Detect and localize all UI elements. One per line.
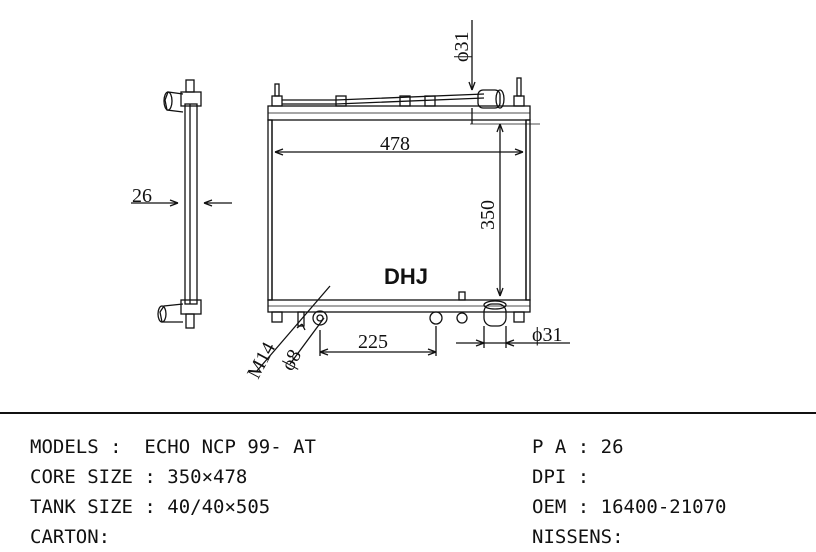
dim-side-thickness: 26 [132,185,152,207]
spec-oem: OEM : 16400-21070 [532,496,727,518]
dim-core-width: 478 [380,133,410,155]
spec-models: MODELS : ECHO NCP 99- AT [30,436,316,458]
front-view [255,20,570,373]
side-view [131,79,232,329]
dim-bottom-outlet-diameter: ϕ31 [532,324,563,346]
spec-core-size: CORE SIZE : 350×478 [30,466,248,488]
spec-column-right: P A : 26 DPI : OEM : 16400-21070 NISSENS… [532,432,726,552]
dim-top-inlet-diameter: ϕ31 [451,31,473,62]
brand-mark: DHJ [384,264,428,289]
dim-core-height: 350 [477,200,499,230]
spec-pa: P A : 26 [532,436,624,458]
spec-nissens: NISSENS: [532,526,624,548]
dimension-labels: 26 478 350 ϕ31 225 ϕ31 M14 ϕ8 DHJ [132,31,563,382]
dim-small-pipe-diameter: ϕ8 [277,346,306,374]
radiator-technical-drawing: 26 478 350 ϕ31 225 ϕ31 M14 ϕ8 DHJ [0,20,816,414]
spec-dpi: DPI : [532,466,590,488]
spec-column-left: MODELS : ECHO NCP 99- AT CORE SIZE : 350… [30,432,316,552]
dim-thread: M14 [243,339,280,383]
spec-tank-size: TANK SIZE : 40/40×505 [30,496,271,518]
spec-table: MODELS : ECHO NCP 99- AT CORE SIZE : 350… [0,420,816,552]
spec-carton: CARTON: [30,526,111,548]
dim-fitting-spacing: 225 [358,331,388,353]
